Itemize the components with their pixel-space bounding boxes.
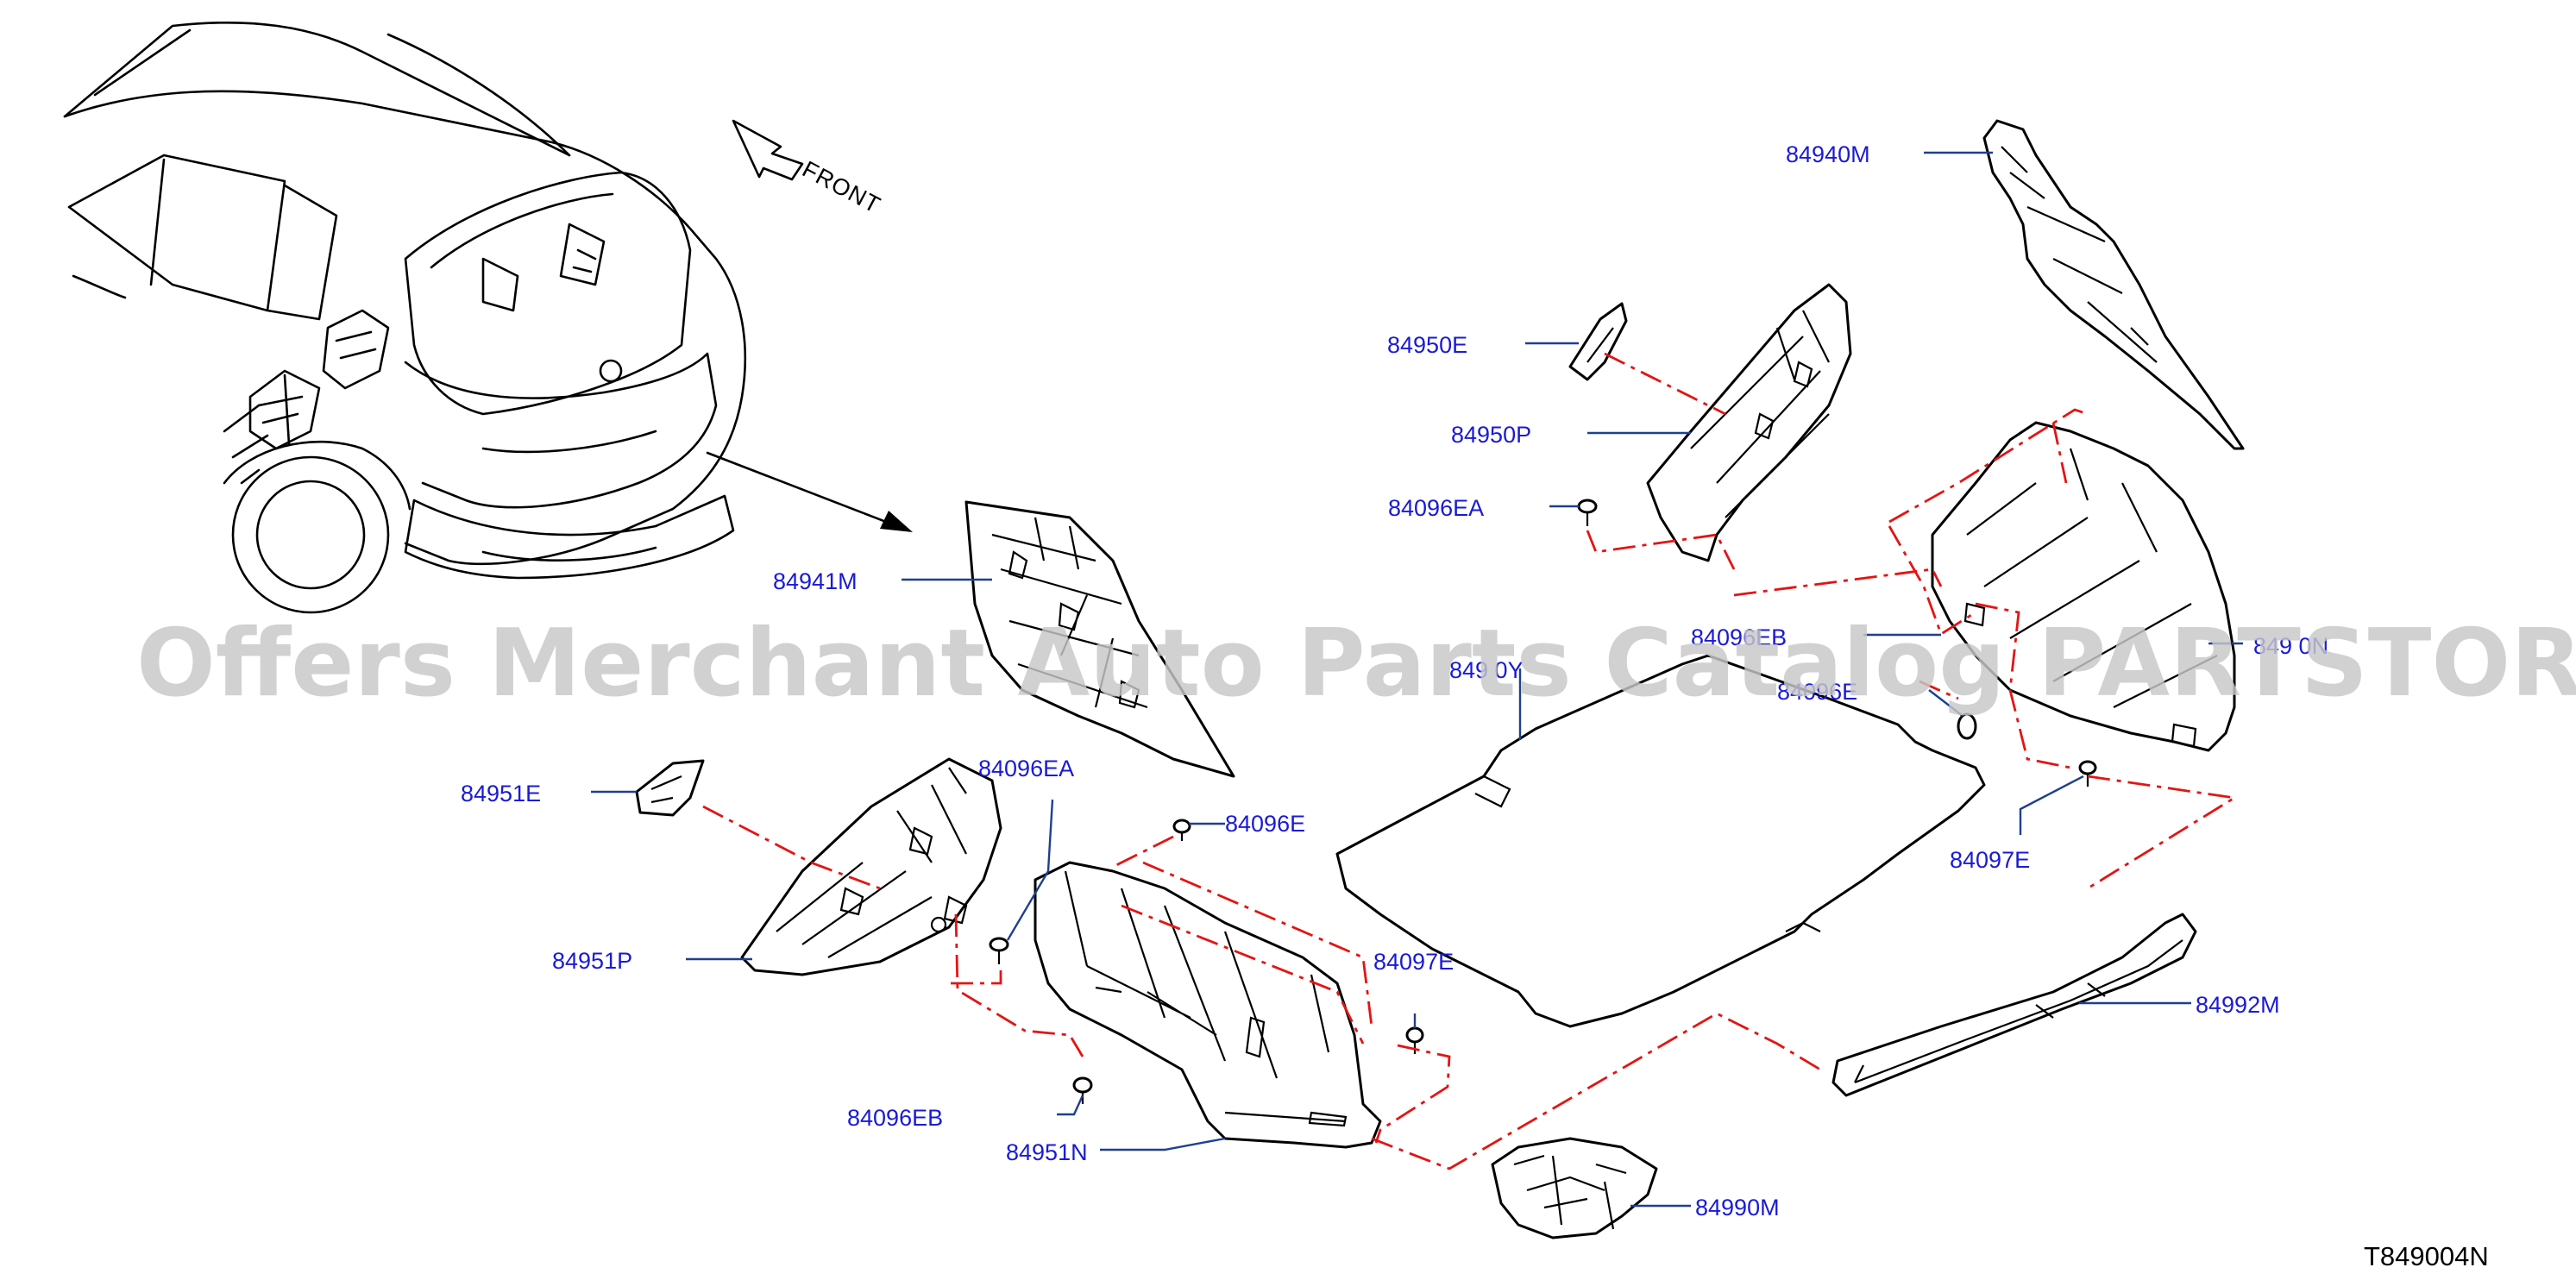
part-84951E	[635, 759, 705, 817]
clip-84096EB-bottom	[1072, 1076, 1093, 1104]
part-84992M	[1831, 913, 2197, 1097]
label-84096EA-mid: 84096EA	[978, 756, 1074, 781]
front-indicator: FRONT	[732, 119, 885, 218]
assembly-dash-lines	[702, 352, 2239, 1170]
clip-84097E-right	[2078, 760, 2097, 787]
label-84950P: 84950P	[1451, 422, 1531, 448]
label-84097E-mid: 84097E	[1950, 847, 2030, 873]
label-84096E-right: 84096E	[1777, 679, 1857, 705]
watermark: Offers Merchant Auto Parts Catalog PARTS…	[136, 610, 2576, 718]
label-84950E: 84950E	[1387, 332, 1467, 358]
label-84951N: 84951N	[1006, 1139, 1088, 1165]
vehicle-overview	[63, 21, 913, 614]
clip-84096E-right	[1957, 712, 1977, 740]
part-84950P	[1646, 283, 1852, 562]
label-84990M: 84990M	[1695, 1195, 1780, 1220]
label-849x0N: 849 0N	[2253, 633, 2328, 659]
clip-fasteners	[989, 499, 2097, 1104]
part-84951P	[740, 757, 1002, 976]
part-84940M	[1982, 119, 2245, 450]
label-84097E-right-mid: 84097E	[1373, 949, 1454, 975]
part-84941M	[964, 500, 1235, 778]
part-labels: 84940M 84950E 84950P 84096EA 84941M 8409…	[461, 141, 2328, 1220]
label-84096EB-right: 84096EB	[1691, 624, 1787, 650]
part-849x0Y	[1335, 654, 1986, 1028]
front-label: FRONT	[798, 156, 885, 218]
label-84096EA-top: 84096EA	[1388, 495, 1484, 521]
label-849x0Y: 849 0Y	[1449, 657, 1524, 683]
clip-84096EA-mid	[989, 937, 1009, 964]
part-849x0N	[1931, 421, 2236, 752]
label-84096EB-bottom: 84096EB	[847, 1105, 943, 1131]
label-84096E-mid: 84096E	[1225, 811, 1305, 837]
label-84951E: 84951E	[461, 781, 541, 806]
part-84990M	[1491, 1137, 1658, 1239]
leader-lines	[591, 151, 2243, 1208]
drawing-code: T849004N	[2364, 1241, 2489, 1271]
label-84941M: 84941M	[773, 568, 858, 594]
label-84992M: 84992M	[2196, 992, 2280, 1018]
clip-84096E-mid	[1172, 819, 1191, 841]
label-84951P: 84951P	[552, 948, 632, 974]
part-84951N	[1034, 861, 1382, 1149]
label-84940M: 84940M	[1786, 141, 1870, 167]
part-84950E	[1568, 302, 1628, 381]
clip-84096EA-top	[1577, 499, 1598, 526]
